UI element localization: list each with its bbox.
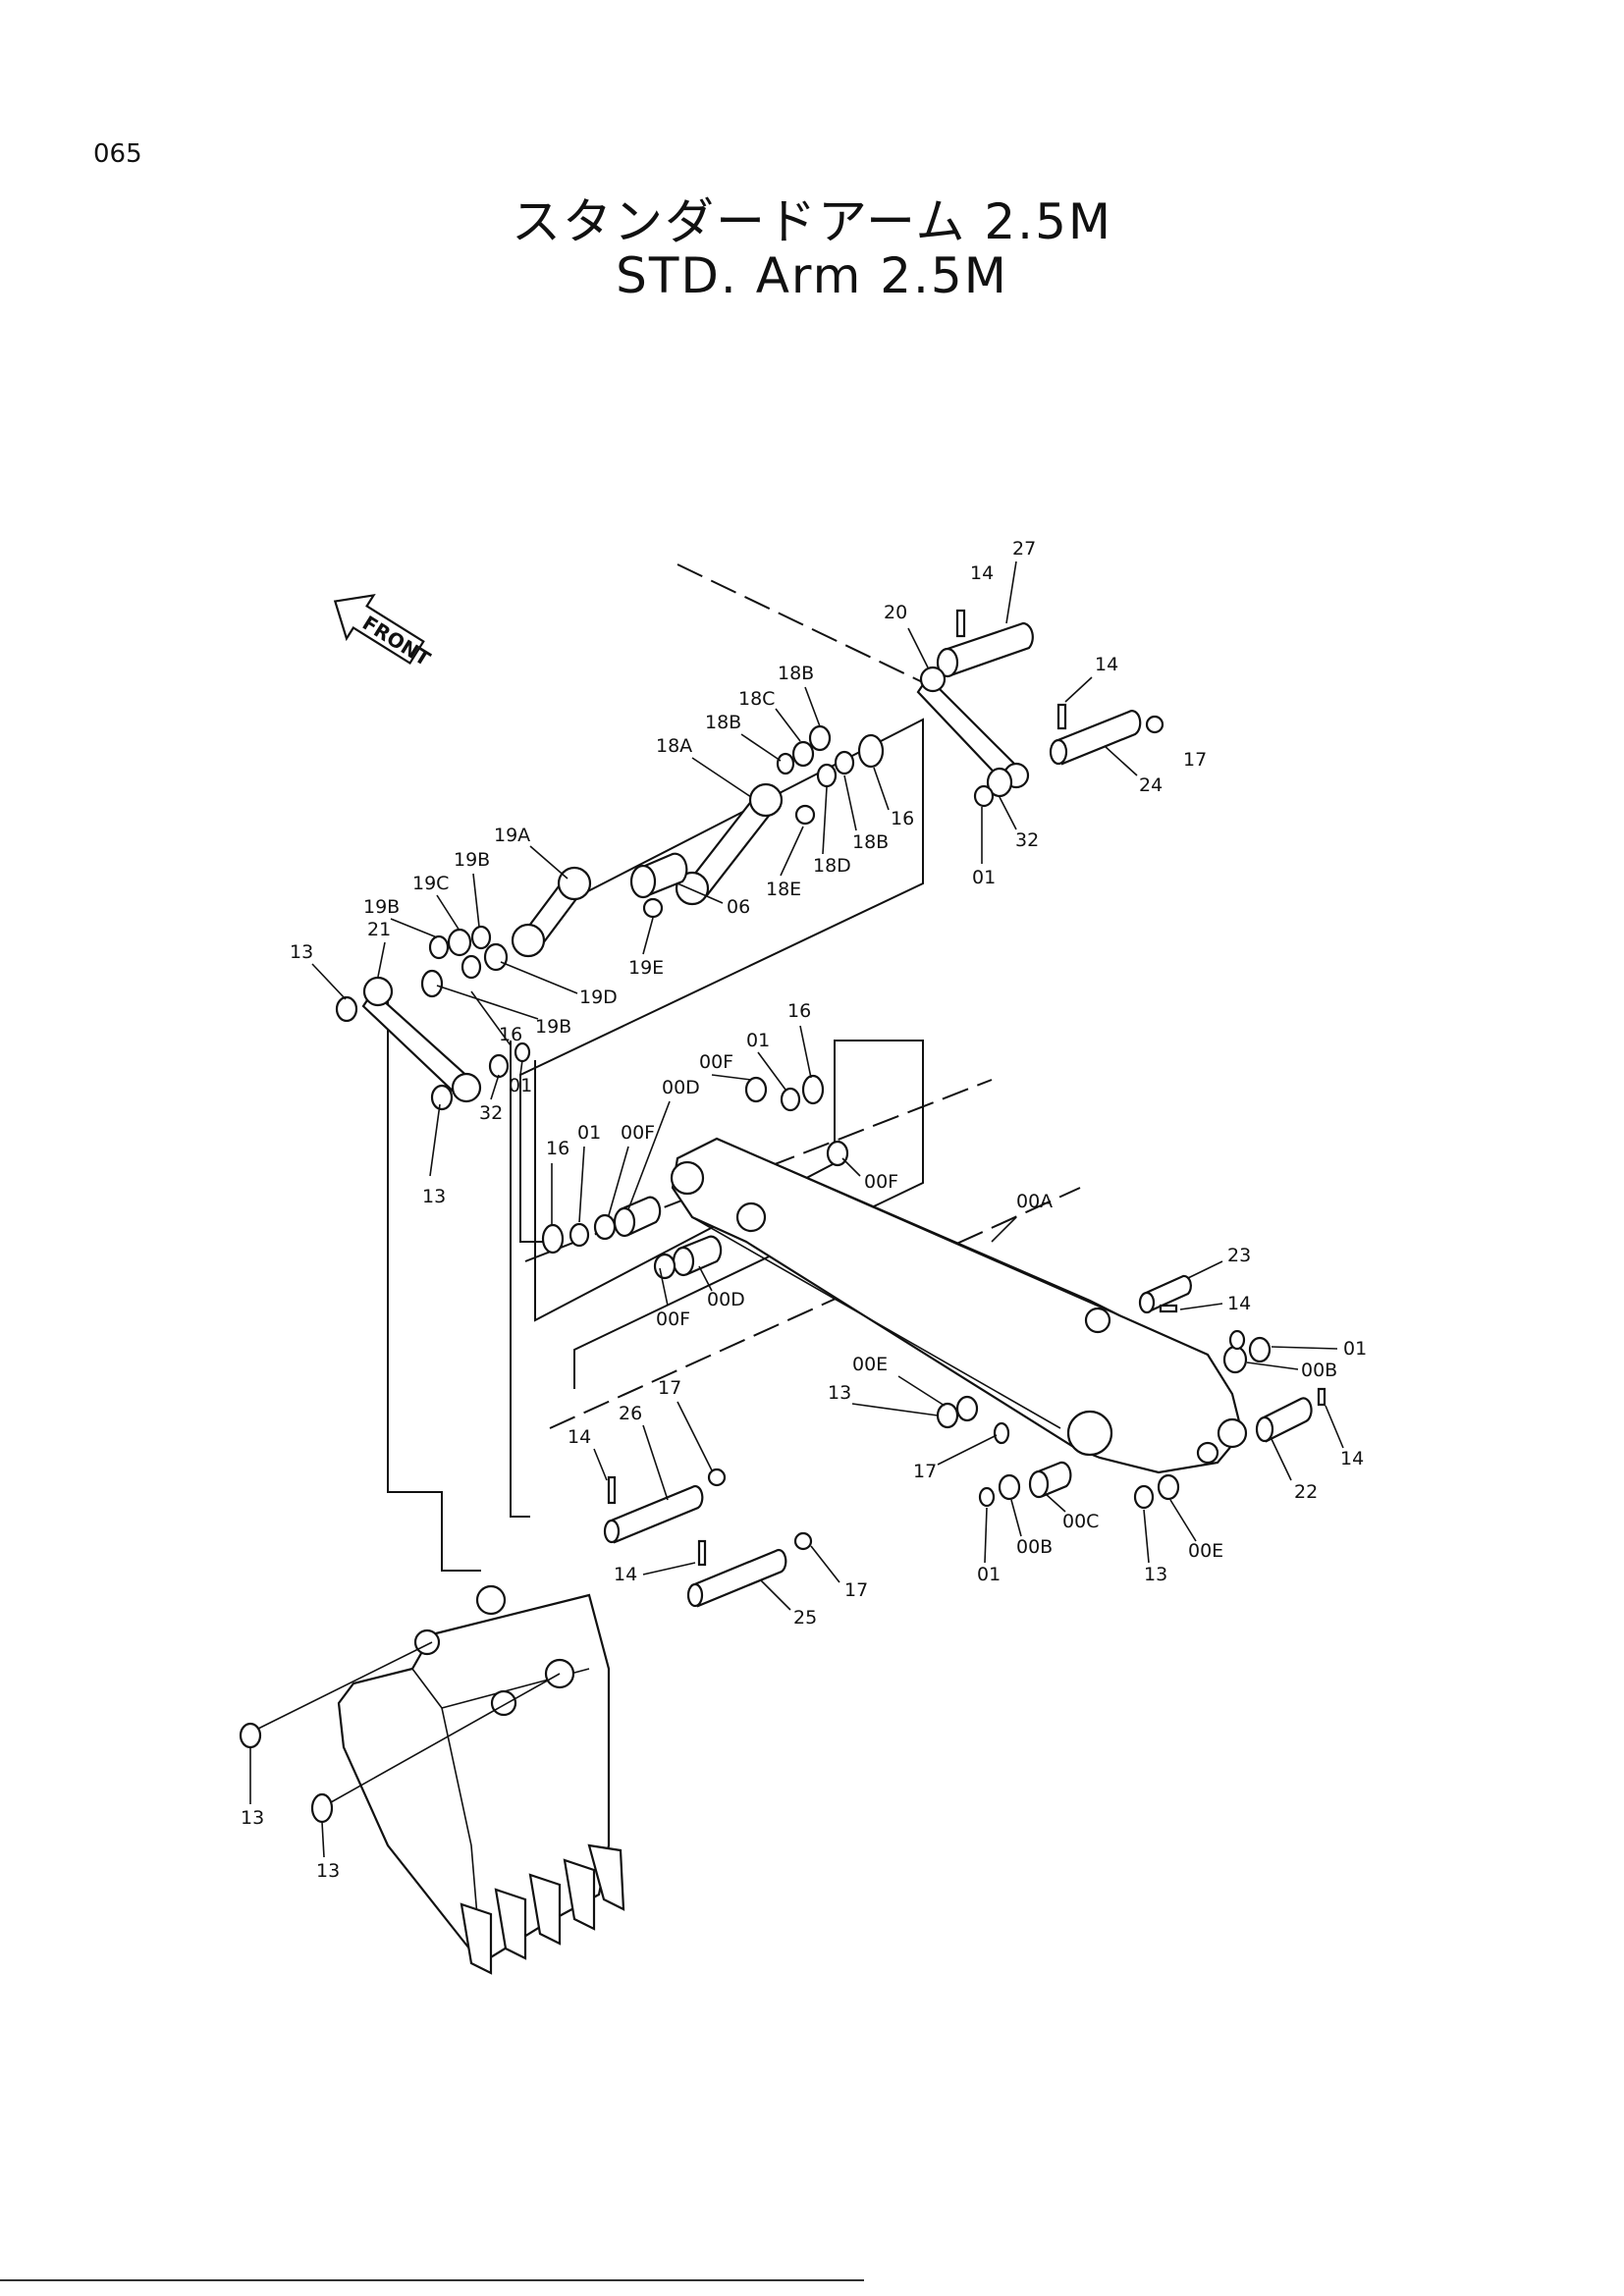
bushing-06	[629, 852, 688, 899]
callout: 17	[658, 1377, 681, 1399]
callout: 00D	[707, 1289, 745, 1310]
callout: 26	[619, 1403, 642, 1424]
callout-labels: 14 27 20 14 17 24 18B 18C 18B 18A 16 18B…	[241, 538, 1367, 1882]
callout: 19B	[454, 849, 490, 871]
callout: 13	[290, 941, 313, 963]
callout: 19D	[579, 987, 618, 1008]
callout: 00F	[656, 1308, 690, 1330]
washers-right	[936, 1329, 1272, 1510]
callout: 22	[1294, 1481, 1318, 1503]
callout: 19E	[628, 957, 664, 979]
callout: 01	[1343, 1338, 1367, 1360]
callout: 18B	[778, 663, 814, 684]
callout: 14	[1227, 1293, 1251, 1314]
callout: 27	[1012, 538, 1036, 560]
callout: 18E	[766, 879, 801, 900]
callout: 01	[509, 1075, 532, 1096]
callout: 18C	[738, 688, 775, 710]
front-arrow-icon: FRONT	[333, 593, 435, 670]
washers-19	[428, 925, 509, 980]
callout: 19C	[412, 873, 449, 894]
callout: 00E	[852, 1354, 888, 1375]
pin-25	[686, 1531, 813, 1608]
callout: 32	[479, 1102, 503, 1124]
callout: 18B	[852, 831, 889, 853]
callout: 17	[913, 1461, 937, 1482]
callout: 23	[1227, 1245, 1251, 1266]
callout: 14	[614, 1564, 637, 1585]
arm-00A	[670, 1137, 1248, 1474]
callout: 14	[568, 1426, 591, 1448]
callout: 00D	[662, 1077, 700, 1098]
callout: 18A	[656, 735, 692, 757]
callout: 21	[367, 919, 391, 940]
callout: 00F	[864, 1171, 898, 1193]
callout: 01	[972, 867, 996, 888]
callout: 16	[891, 808, 914, 829]
callout: 00B	[1301, 1360, 1337, 1381]
callout: 13	[1144, 1564, 1167, 1585]
callout: 18B	[705, 712, 741, 733]
pin-27	[936, 621, 1034, 678]
callout: 18D	[813, 855, 851, 877]
callout: 01	[977, 1564, 1001, 1585]
callout: 17	[1183, 749, 1207, 771]
callout: 17	[844, 1579, 868, 1601]
callout: 14	[970, 562, 994, 584]
callout: 13	[241, 1807, 264, 1829]
callout: 14	[1340, 1448, 1364, 1469]
callout: 00F	[621, 1122, 655, 1144]
callout: 16	[499, 1024, 522, 1045]
callout: 13	[316, 1860, 340, 1882]
cotter-pin-14-top	[955, 609, 966, 638]
callout: 32	[1015, 829, 1039, 851]
pin-22	[1255, 1387, 1326, 1443]
link-19A	[511, 866, 664, 958]
callout: 25	[793, 1607, 817, 1629]
title-english: STD. Arm 2.5M	[616, 247, 1008, 304]
callout: 00F	[699, 1051, 733, 1073]
pin-24	[1049, 703, 1164, 766]
title-japanese: スタンダードアーム 2.5M	[511, 193, 1113, 250]
callout: 20	[884, 602, 907, 623]
callout: 13	[828, 1382, 851, 1404]
footer-rule	[0, 2279, 864, 2281]
bushings-00	[541, 1074, 849, 1280]
callout: 06	[727, 896, 750, 918]
callout: 01	[577, 1122, 601, 1144]
bucket	[239, 1584, 625, 1975]
link-21	[335, 969, 531, 1111]
callout: 00E	[1188, 1540, 1223, 1562]
callout: 19B	[535, 1016, 571, 1038]
callout: 01	[746, 1030, 770, 1051]
callout: 19B	[363, 896, 400, 918]
callout: 00C	[1062, 1511, 1099, 1532]
link-20	[916, 666, 1030, 789]
pin-23	[1138, 1274, 1192, 1314]
callout: 13	[422, 1186, 446, 1207]
callout: 00B	[1016, 1536, 1053, 1558]
callout: 16	[787, 1000, 811, 1022]
callout: 24	[1139, 774, 1163, 796]
callout: 14	[1095, 654, 1118, 675]
pin-26	[603, 1468, 727, 1544]
link-18A	[675, 782, 816, 906]
callout: 16	[546, 1138, 569, 1159]
callout: 00A	[1016, 1191, 1053, 1212]
page-number: 065	[93, 139, 142, 169]
callout: 19A	[494, 825, 530, 846]
